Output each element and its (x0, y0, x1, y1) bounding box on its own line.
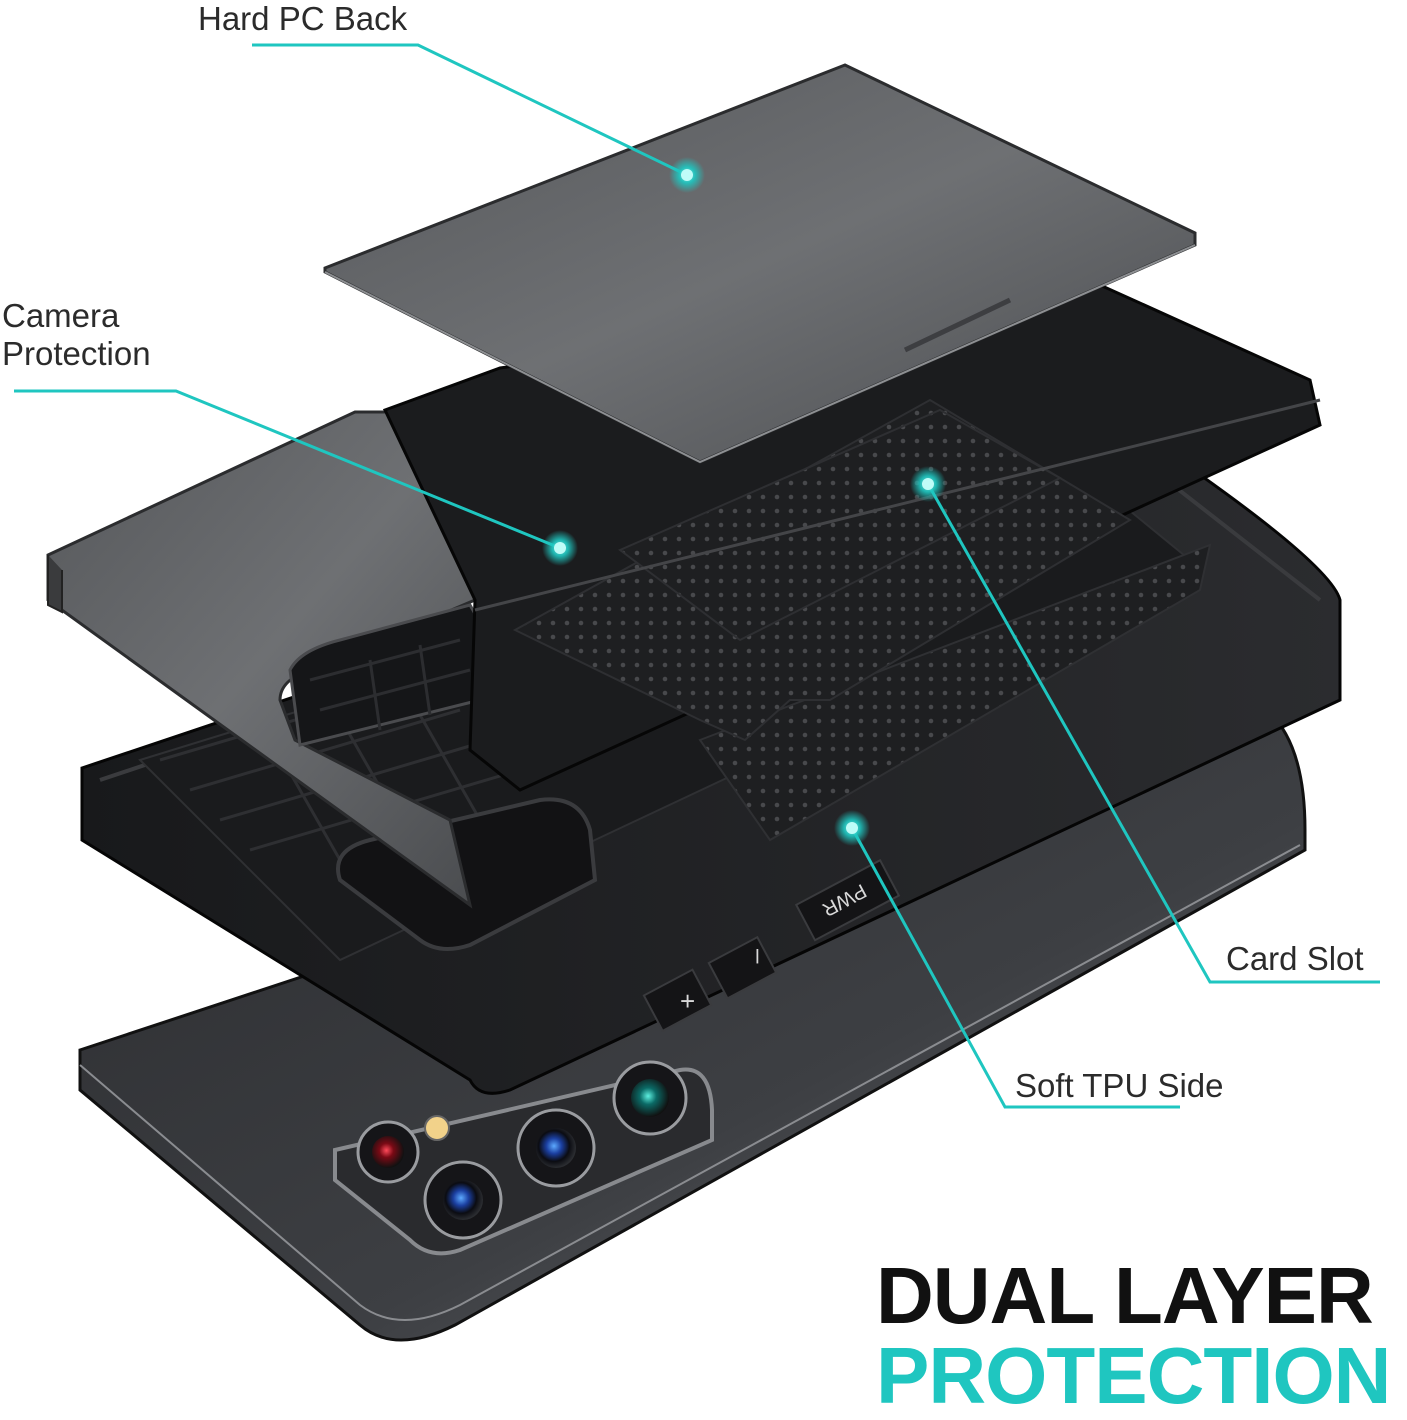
camera-module (333, 1060, 714, 1256)
volume-up-label: + (680, 986, 695, 1016)
leader-hard-pc-back (252, 43, 688, 177)
headline-protection: PROTECTION (876, 1331, 1391, 1420)
leader-lines (14, 43, 1380, 1109)
callout-markers (542, 157, 946, 846)
hard-pc-back-plate (323, 63, 1197, 464)
callout-camera-protection-line1: Camera (2, 297, 120, 334)
callout-camera-protection-line2: Protection (2, 335, 151, 372)
callout-hard-pc-back: Hard PC Back (198, 0, 408, 37)
leader-soft-tpu (850, 827, 1180, 1109)
hard-pc-frame (382, 283, 1322, 792)
callout-soft-tpu-side: Soft TPU Side (1015, 1067, 1224, 1104)
leader-card-slot (926, 483, 1380, 984)
headline-dual-layer: DUAL LAYER (876, 1251, 1374, 1340)
camera-protection-plate (46, 410, 492, 909)
callout-card-slot: Card Slot (1226, 940, 1364, 977)
volume-down-label: – (745, 949, 775, 964)
leader-camera-protection (14, 389, 561, 550)
